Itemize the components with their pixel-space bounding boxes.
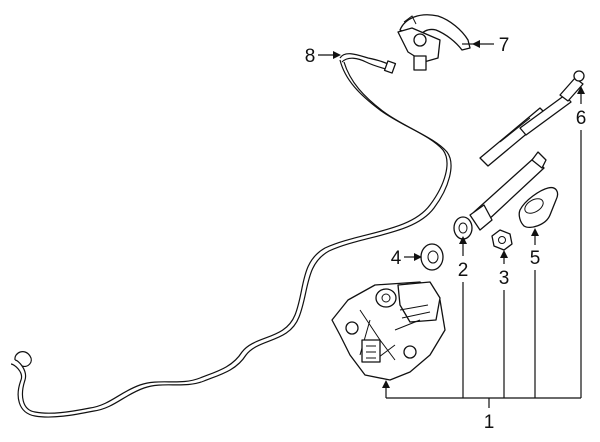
callout-4: 4	[391, 248, 402, 269]
pivot-cap	[518, 186, 559, 229]
callout-1: 1	[484, 412, 495, 433]
washer-hose	[10, 53, 452, 418]
callout-6: 6	[576, 108, 587, 129]
callout-labels: 1 2 3 4 5 6 7 8	[305, 35, 587, 433]
callout-8: 8	[305, 46, 316, 67]
callout-5: 5	[530, 248, 541, 269]
callout-3: 3	[499, 268, 510, 289]
callout-7: 7	[499, 35, 510, 56]
wiper-arm	[479, 70, 585, 167]
callout-2: 2	[458, 260, 469, 281]
pivot-shaft	[453, 151, 547, 240]
wiper-motor	[331, 281, 446, 381]
nut	[491, 229, 513, 251]
washer-nozzle	[397, 14, 474, 71]
grommet	[420, 243, 444, 271]
leader-lines	[318, 40, 585, 408]
